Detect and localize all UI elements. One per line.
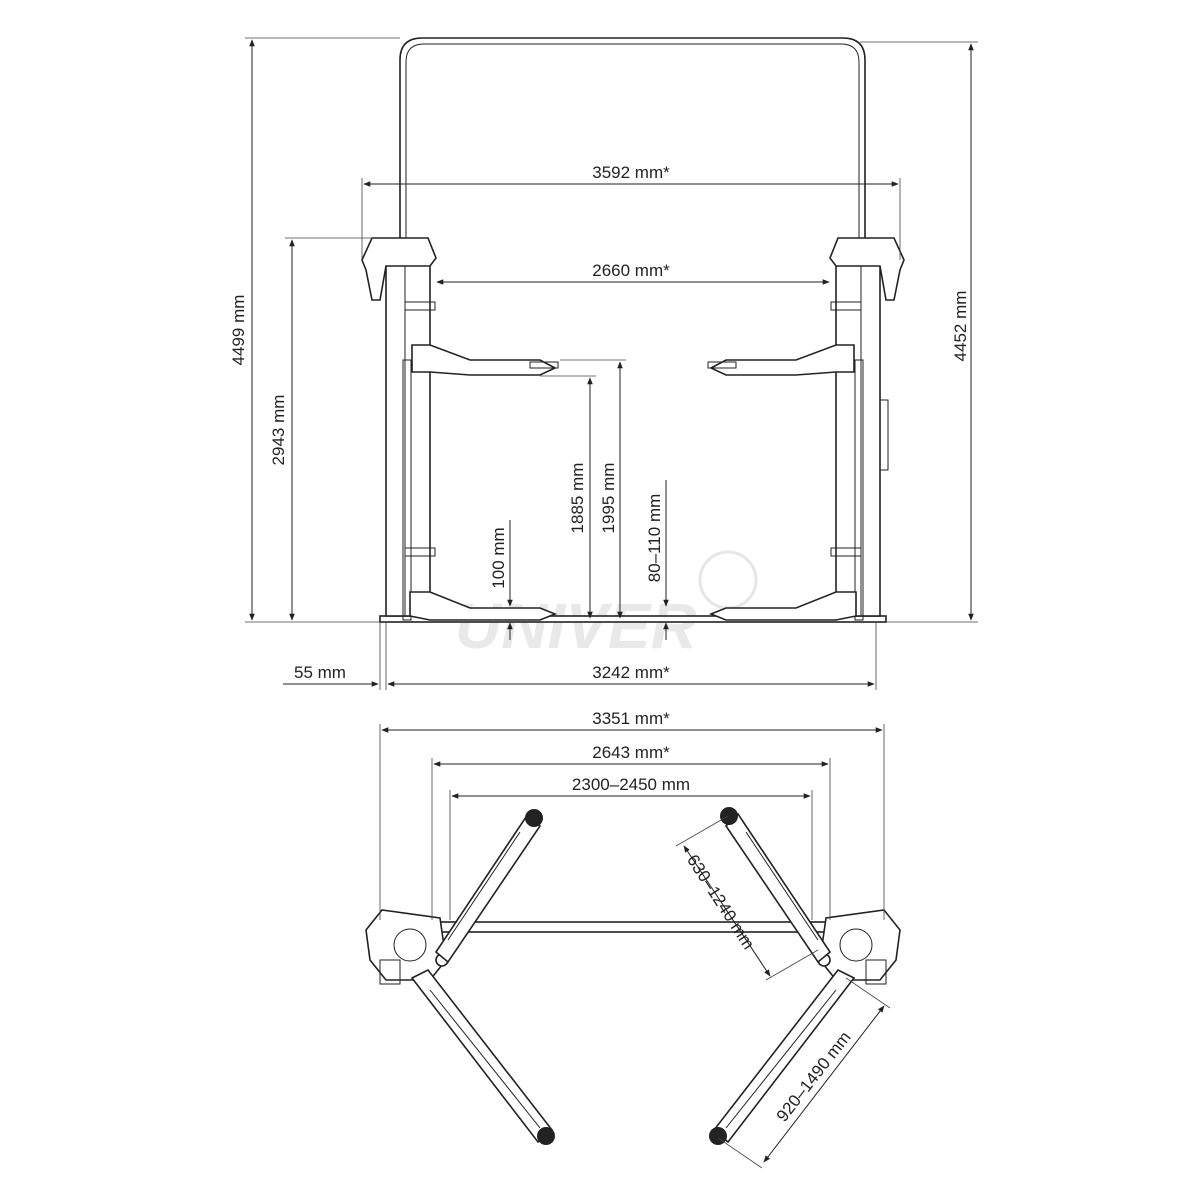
dim-inner-width: 2660 mm*: [592, 261, 670, 280]
right-long-arm-pad: [709, 1127, 727, 1145]
dim-plan-inner: 2643 mm*: [592, 743, 670, 762]
right-column: [835, 261, 881, 617]
plan-cross-beam: [409, 921, 857, 933]
plan-view: 3351 mm* 2643 mm* 2300–2450 mm 630–1240 …: [365, 709, 901, 1169]
right-short-arm-pad: [720, 807, 738, 825]
dim-base-width: 3242 mm*: [592, 663, 670, 682]
right-column-cap: [829, 237, 905, 301]
right-lowered-arm: [708, 591, 857, 621]
dim-short-arm: 630–1240 mm: [683, 851, 758, 953]
left-column: [385, 261, 431, 617]
left-long-arm-pad: [537, 1127, 555, 1145]
dim-column-height: 2943 mm: [269, 395, 288, 466]
dim-outer-width: 3592 mm*: [592, 163, 670, 182]
front-view: 4499 mm 2943 mm 4452 mm 3592 mm* 2660 mm…: [229, 37, 978, 690]
dim-overall-height: 4499 mm: [229, 295, 248, 366]
base-plate: [379, 615, 887, 623]
globe-watermark-icon: [698, 550, 758, 610]
dim-lift-1995: 1995 mm: [599, 463, 618, 534]
right-raised-arm: [709, 344, 855, 376]
dim-base-offset: 55 mm: [294, 663, 346, 682]
dim-right-height: 4452 mm: [951, 291, 970, 362]
dim-short-arm-line: [683, 845, 771, 977]
dim-lift-1885: 1885 mm: [568, 463, 587, 534]
overhead-bar: [399, 37, 866, 620]
brand-watermark: UNIVER: [455, 590, 697, 662]
left-lowered-arm: [409, 591, 558, 621]
left-column-cap: [361, 237, 437, 301]
plan-left-base: [365, 909, 447, 981]
left-raised-arm: [411, 344, 557, 376]
dim-long-arm-line: [763, 1005, 885, 1163]
plan-left-short-arm: [434, 812, 542, 964]
dim-min-height: 100 mm: [489, 527, 508, 588]
dim-plan-overall: 3351 mm*: [592, 709, 670, 728]
plan-right-base: [819, 909, 901, 981]
dim-drive-through: 2300–2450 mm: [572, 775, 690, 794]
dim-pad-height: 80–110 mm: [645, 494, 664, 583]
left-short-arm-pad: [525, 809, 543, 827]
